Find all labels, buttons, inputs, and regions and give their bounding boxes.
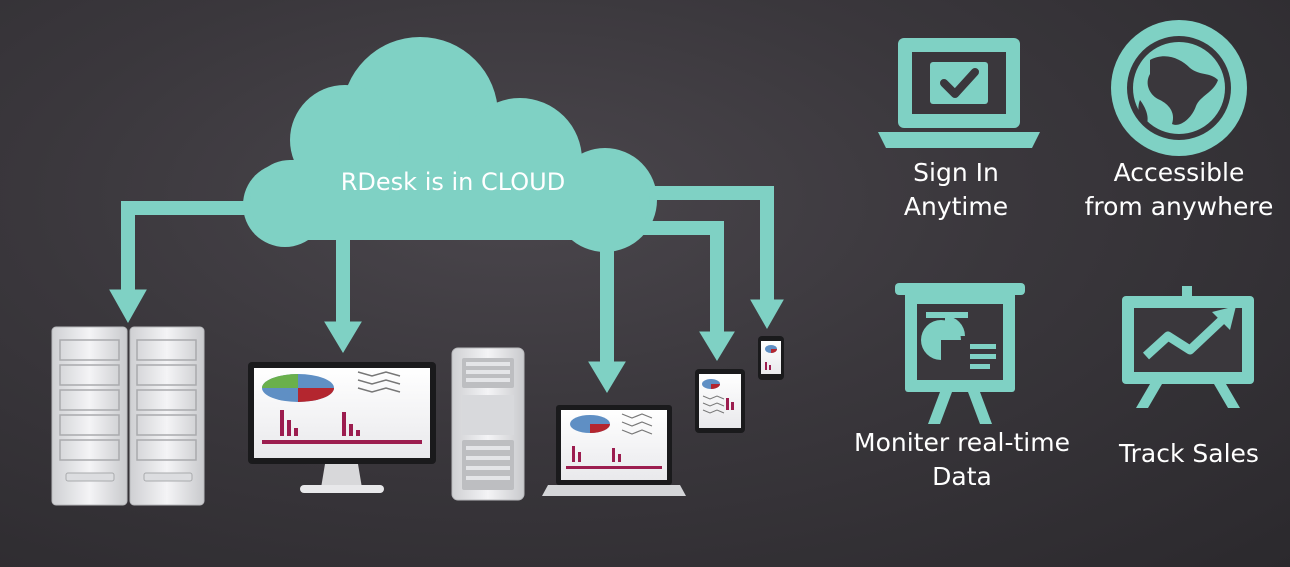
feature-label-line1: Sign In — [913, 158, 999, 187]
tablet-icon — [695, 369, 745, 433]
feature-label-line1: Track Sales — [1119, 439, 1259, 468]
arrow-to-tablet — [640, 221, 735, 361]
cloud-shape — [243, 37, 657, 252]
tower-pc-icon — [451, 347, 525, 501]
cloud-title: RDesk is in CLOUD — [340, 168, 566, 196]
server-rack-icon — [51, 326, 205, 506]
arrow-to-phone — [650, 186, 784, 330]
desktop-monitor-icon — [248, 362, 436, 493]
arrow-to-laptop — [588, 240, 626, 393]
feature-label-line2: from anywhere — [1084, 192, 1274, 221]
feature-label-line1: Moniter real-time — [854, 428, 1070, 457]
globe-icon — [1111, 20, 1247, 156]
feature-label-sign-in: Sign In Anytime — [880, 156, 1032, 224]
feature-label-line1: Accessible — [1113, 158, 1245, 187]
laptop-check-icon — [878, 38, 1040, 148]
presentation-board-icon — [895, 283, 1025, 424]
arrow-to-servers — [109, 201, 290, 324]
feature-label-monitor: Moniter real-time Data — [842, 426, 1082, 494]
arrow-to-monitor — [324, 235, 362, 353]
feature-label-accessible: Accessible from anywhere — [1076, 156, 1282, 224]
trend-board-icon — [1122, 286, 1254, 408]
laptop-icon — [542, 405, 686, 496]
feature-label-line2: Data — [932, 462, 992, 491]
feature-label-track-sales: Track Sales — [1104, 437, 1274, 471]
phone-icon — [758, 336, 784, 380]
feature-label-line2: Anytime — [903, 192, 1009, 221]
connector-arrows — [109, 186, 784, 393]
